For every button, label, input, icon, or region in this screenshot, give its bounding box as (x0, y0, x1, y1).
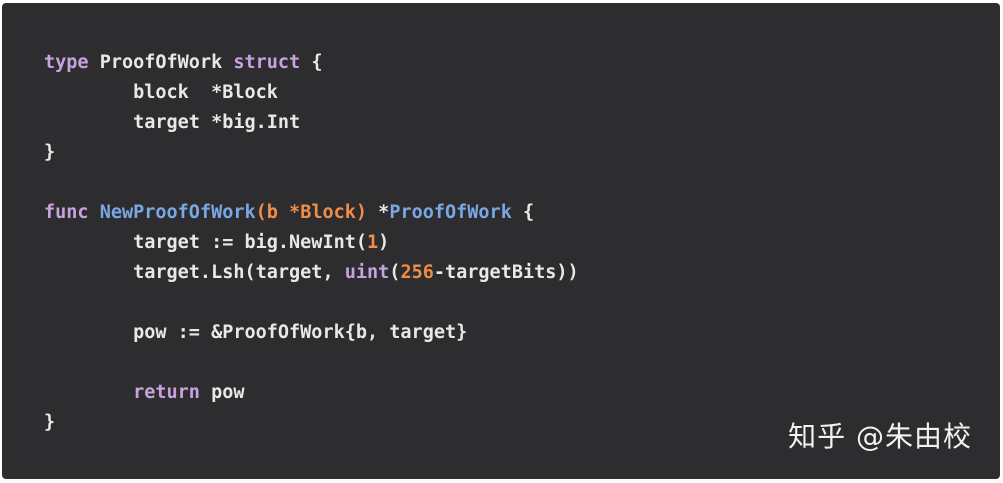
code-line: target *big.Int (44, 108, 579, 138)
code-token-plain: { (511, 202, 535, 223)
code-line: target.Lsh(target, uint(256-targetBits)) (44, 258, 579, 288)
code-token-kw: struct (233, 52, 301, 73)
code-line: type ProofOfWork struct { (44, 48, 579, 78)
code-token-kw: uint (344, 262, 390, 283)
code-line (44, 288, 579, 318)
code-token-plain: target := big.NewInt( (44, 232, 368, 253)
code-token-fn: NewProofOfWork (99, 202, 256, 223)
code-token-plain: -targetBits)) (433, 262, 579, 283)
code-line: block *Block (44, 78, 579, 108)
code-token-plain: target *big.Int (44, 112, 301, 133)
code-token-plain: target.Lsh(target, (44, 262, 345, 283)
watermark-text: 知乎 @朱由校 (788, 420, 972, 453)
code-line: func NewProofOfWork(b *Block) *ProofOfWo… (44, 198, 579, 228)
code-token-plain: pow (199, 382, 245, 403)
code-token-kw: func (44, 202, 89, 223)
code-token-kw: type (44, 52, 89, 73)
code-line: return pow (44, 378, 579, 408)
code-token-fn: ProofOfWork (389, 202, 512, 223)
code-block: type ProofOfWork struct { block *Block t… (2, 3, 1000, 479)
code-token-plain: } (44, 412, 56, 433)
code-token-plain: ) (378, 232, 390, 253)
code-token-plain: pow := &ProofOfWork{b, target} (44, 322, 468, 343)
code-token-plain (44, 382, 133, 403)
code-token-plain: * (367, 202, 390, 223)
code-line (44, 348, 579, 378)
code-line: } (44, 408, 579, 438)
code-content: type ProofOfWork struct { block *Block t… (44, 48, 579, 438)
code-token-num: 1 (367, 232, 379, 253)
code-line: } (44, 138, 579, 168)
code-token-plain: ProofOfWork (88, 52, 234, 73)
code-token-plain: ( (389, 262, 401, 283)
code-line (44, 168, 579, 198)
code-token-plain: } (44, 142, 56, 163)
code-token-num: 256 (400, 262, 434, 283)
code-token-kw: return (133, 382, 200, 403)
code-token-plain (89, 202, 100, 223)
code-token-plain: { (300, 52, 323, 73)
code-token-param: (b *Block) (255, 202, 368, 223)
code-line: target := big.NewInt(1) (44, 228, 579, 258)
code-line: pow := &ProofOfWork{b, target} (44, 318, 579, 348)
code-token-plain: block *Block (44, 82, 278, 103)
